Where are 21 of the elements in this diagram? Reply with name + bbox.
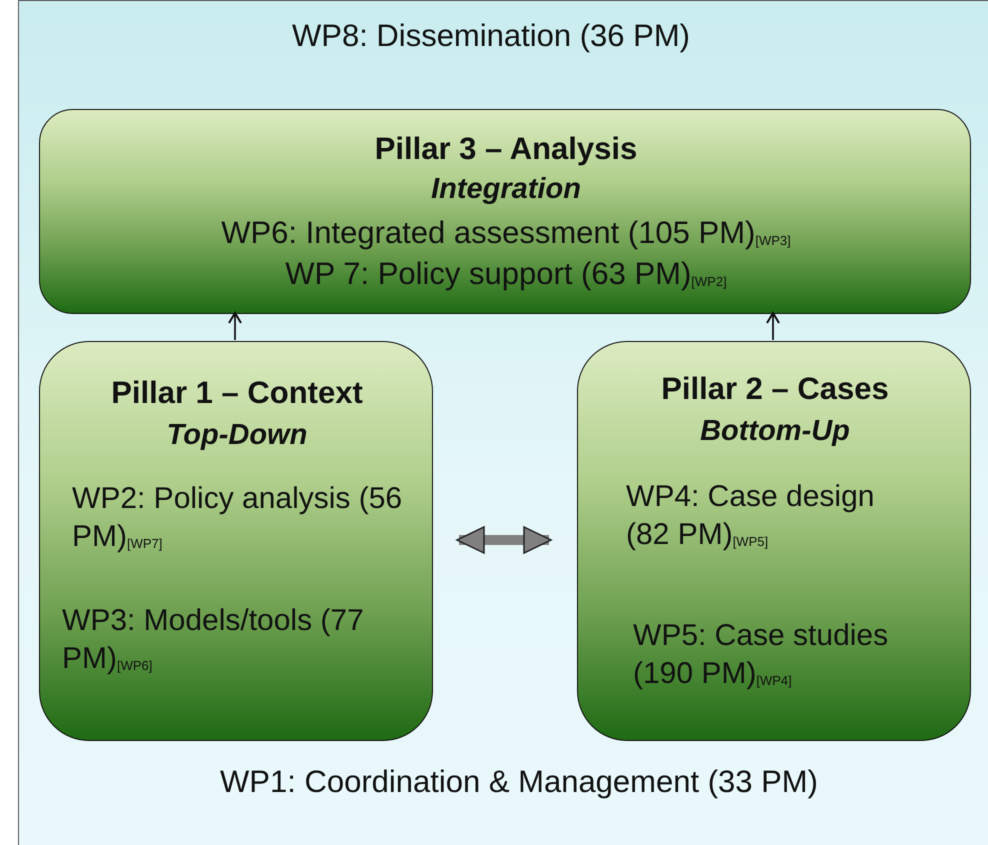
pillar-title: Pillar 2 – Cases [660, 370, 890, 408]
arrow [228, 312, 242, 340]
background-panel [18, 0, 988, 845]
pillar-box [39, 109, 971, 314]
work-package-text: WP3: Models/tools (77 PM)$_{[WP6]}$ [62, 603, 365, 676]
outer-label: WP8: Dissemination (36 PM) [291, 17, 691, 55]
pillar-box [39, 341, 433, 741]
work-package-text: WP2: Policy analysis (56 PM)$_{[WP7]}$ [72, 481, 404, 554]
pillar-title: Pillar 3 – Analysis [374, 130, 638, 168]
arrow [766, 312, 780, 340]
work-package-text: WP4: Case design (82 PM)$_{[WP5]}$ [626, 479, 876, 552]
work-package-text: WP5: Case studies (190 PM)$_{[WP4]}$ [633, 618, 890, 692]
pillar-title: Pillar 1 – Context [110, 374, 364, 412]
outer-label: WP1: Coordination & Management (33 PM) [219, 763, 819, 801]
work-package-text: WP6: Integrated assessment (105 PM)$_{[WP3]}$ [220, 214, 792, 252]
pillar-subtitle: Bottom-Up [699, 414, 851, 449]
pillar-subtitle: Top-Down [166, 418, 308, 453]
double-arrow [456, 526, 552, 554]
pillar-subtitle: Integration [430, 172, 582, 207]
work-package-text: WP 7: Policy support (63 PM)$_{[WP2]}$ [284, 255, 728, 293]
pillar-box [577, 341, 971, 741]
